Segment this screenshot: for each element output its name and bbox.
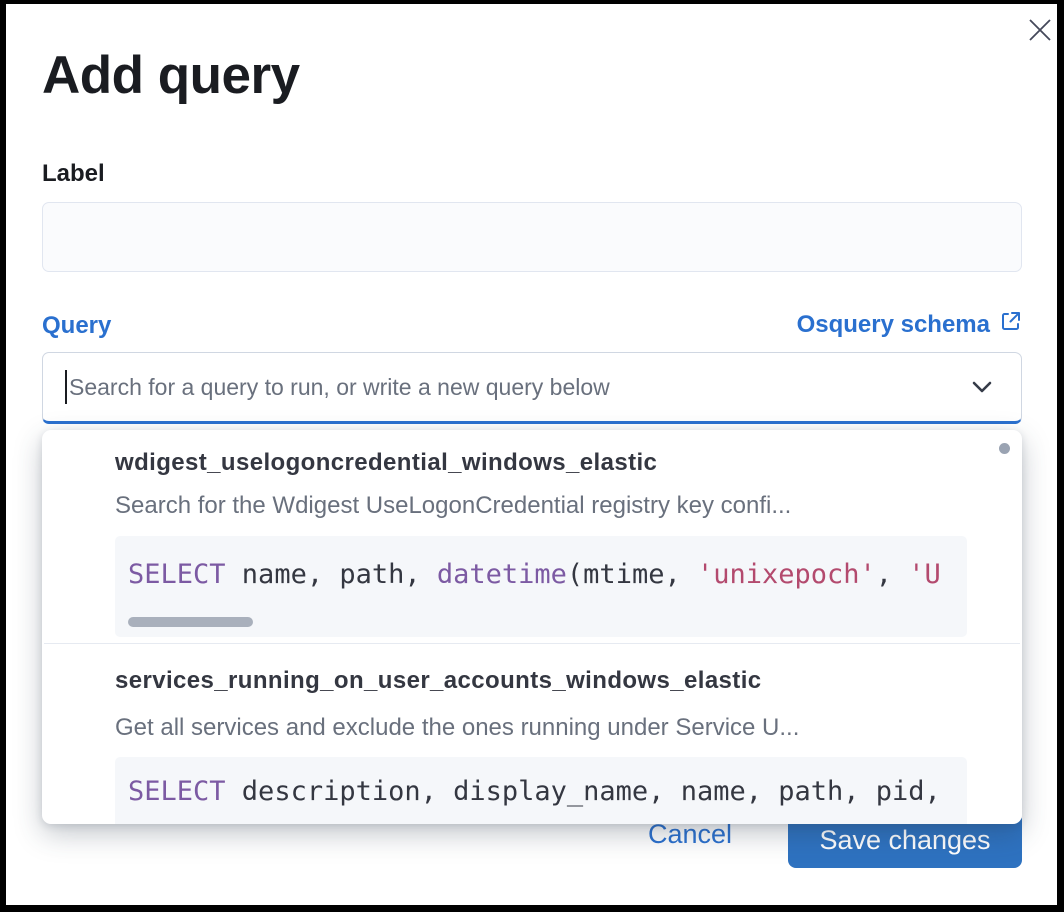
- option-divider: [44, 643, 1020, 644]
- save-changes-label: Save changes: [819, 824, 991, 855]
- modal-title: Add query: [42, 46, 300, 105]
- horizontal-scrollbar-thumb[interactable]: [128, 617, 253, 627]
- osquery-schema-link-label: Osquery schema: [796, 311, 990, 338]
- query-option[interactable]: wdigest_uselogoncredential_windows_elast…: [42, 430, 1022, 643]
- close-icon: [1026, 16, 1054, 44]
- cancel-button[interactable]: Cancel: [648, 819, 733, 849]
- query-option-name: services_running_on_user_accounts_window…: [115, 667, 762, 694]
- sql-code: SELECT description, display_name, name, …: [128, 776, 941, 807]
- query-option-sql-snippet: SELECT description, display_name, name, …: [115, 757, 967, 824]
- vertical-scrollbar-thumb[interactable]: [999, 443, 1010, 454]
- query-combobox[interactable]: [42, 352, 1022, 424]
- query-option-description: Search for the Wdigest UseLogonCredentia…: [115, 492, 792, 519]
- query-suggestions-dropdown: wdigest_uselogoncredential_windows_elast…: [42, 430, 1022, 824]
- osquery-schema-link[interactable]: Osquery schema: [797, 310, 1022, 340]
- query-field-label: Query: [42, 312, 112, 339]
- query-option-description: Get all services and exclude the ones ru…: [115, 714, 800, 741]
- query-option-sql-snippet: SELECT name, path, datetime(mtime, 'unix…: [115, 536, 967, 637]
- external-link-icon: [1000, 310, 1022, 340]
- query-option[interactable]: services_running_on_user_accounts_window…: [42, 644, 1022, 824]
- label-input[interactable]: [42, 202, 1022, 272]
- close-button[interactable]: [1024, 14, 1056, 46]
- query-search-input[interactable]: [67, 373, 969, 401]
- sql-code: SELECT name, path, datetime(mtime, 'unix…: [128, 559, 941, 590]
- query-option-name: wdigest_uselogoncredential_windows_elast…: [115, 449, 658, 476]
- text-cursor: [65, 370, 67, 404]
- label-field-label: Label: [42, 160, 105, 187]
- chevron-down-icon[interactable]: [969, 374, 995, 400]
